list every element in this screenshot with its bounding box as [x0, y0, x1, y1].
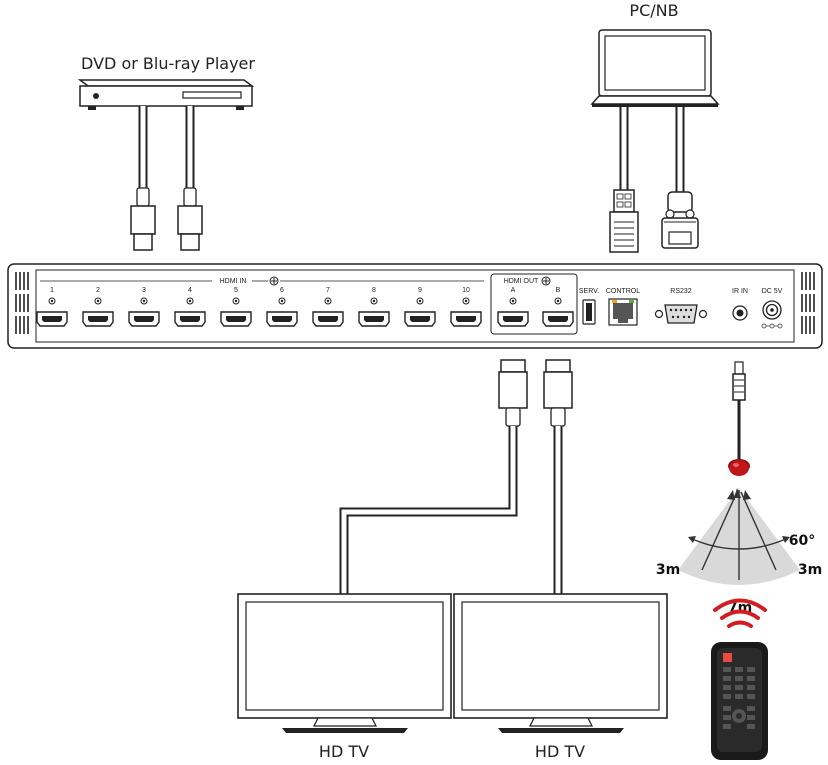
- hdmi-in-port-1: 1: [36, 287, 68, 327]
- hdmi-out-port-a-label: A: [511, 287, 516, 294]
- laptop-label: PC/NB: [629, 1, 678, 20]
- hdmi-in-port-10-label: 10: [462, 287, 470, 294]
- hdmi-in-port-8-label: 8: [372, 287, 376, 294]
- ground-screw-icon-out: [541, 276, 551, 286]
- output-hdmi-plug-a: [498, 359, 528, 427]
- tv-left: HD TV: [237, 593, 452, 761]
- hdmi-in-port-5-label: 5: [234, 287, 238, 294]
- rj45-control-port: [608, 298, 638, 326]
- ground-screw-icon: [269, 276, 279, 286]
- hdmi-out-port-a: A: [497, 287, 529, 327]
- dvd-hdmi-plug-2: [177, 187, 203, 251]
- hdmi-out-port-b: B: [542, 287, 574, 327]
- hdmi-in-port-7: 7: [312, 287, 344, 327]
- db9-plug: [661, 191, 699, 249]
- hdmi-in-port-10: 10: [450, 287, 482, 327]
- control-label: CONTROL: [606, 288, 640, 295]
- dc-label: DC 5V: [762, 288, 783, 295]
- ir-receiver-eye: [728, 459, 750, 476]
- ir-angle-label: 60°: [789, 533, 815, 549]
- hdmi-input-ports: 1 2 3 4 5 6 7 8 9 10: [36, 287, 482, 327]
- left-vents: [15, 272, 29, 334]
- hdmi-in-port-4: 4: [174, 287, 206, 327]
- serv-label: SERV.: [579, 288, 599, 295]
- ir-left-range-label: 3m: [656, 562, 680, 578]
- hdmi-in-label: HDMI IN: [220, 278, 247, 285]
- hdmi-in-port-1-label: 1: [50, 287, 54, 294]
- usb-service-port: [582, 299, 596, 325]
- ir-signal-waves-icon: [713, 598, 767, 628]
- hdmi-in-port-4-label: 4: [188, 287, 192, 294]
- ir-right-range-label: 3m: [798, 562, 822, 578]
- polarity-icon: [761, 323, 783, 329]
- output-hdmi-plug-b: [543, 359, 573, 427]
- ir-in-label: IR IN: [732, 288, 748, 295]
- tv-right-label: HD TV: [535, 742, 585, 761]
- ir-remote-control: [711, 642, 768, 760]
- rs232-port: [654, 304, 708, 324]
- hdmi-in-port-2-label: 2: [96, 287, 100, 294]
- dvd-hdmi-cables: [138, 106, 195, 188]
- dvd-hdmi-plug-1: [130, 187, 156, 251]
- hdmi-in-port-6: 6: [266, 287, 298, 327]
- dc-power-jack: [761, 300, 783, 329]
- hdmi-in-port-7-label: 7: [326, 287, 330, 294]
- laptop: PC/NB: [590, 1, 720, 107]
- tv-left-label: HD TV: [319, 742, 369, 761]
- laptop-cables: [619, 107, 685, 192]
- ir-coverage-fan: [678, 488, 800, 585]
- hdmi-in-port-3-label: 3: [142, 287, 146, 294]
- ir-in-jack: [732, 305, 748, 321]
- dvd-player: DVD or Blu-ray Player: [77, 54, 255, 110]
- hdmi-in-port-6-label: 6: [280, 287, 284, 294]
- hdmi-in-port-9: 9: [404, 287, 436, 327]
- rj45-plug: [609, 189, 639, 253]
- hdmi-in-port-5: 5: [220, 287, 252, 327]
- right-vents: [801, 272, 815, 334]
- hdmi-in-port-8: 8: [358, 287, 390, 327]
- rs232-label: RS232: [670, 288, 692, 295]
- output-cables: [339, 426, 563, 594]
- hdmi-out-label: HDMI OUT: [504, 278, 539, 285]
- hdmi-out-port-b-label: B: [556, 287, 561, 294]
- tv-right: HD TV: [453, 593, 668, 761]
- hdmi-in-port-3: 3: [128, 287, 160, 327]
- hdmi-in-port-2: 2: [82, 287, 114, 327]
- dvd-player-label: DVD or Blu-ray Player: [81, 54, 255, 73]
- hdmi-in-port-9-label: 9: [418, 287, 422, 294]
- ir-receiver-cable: [732, 361, 746, 460]
